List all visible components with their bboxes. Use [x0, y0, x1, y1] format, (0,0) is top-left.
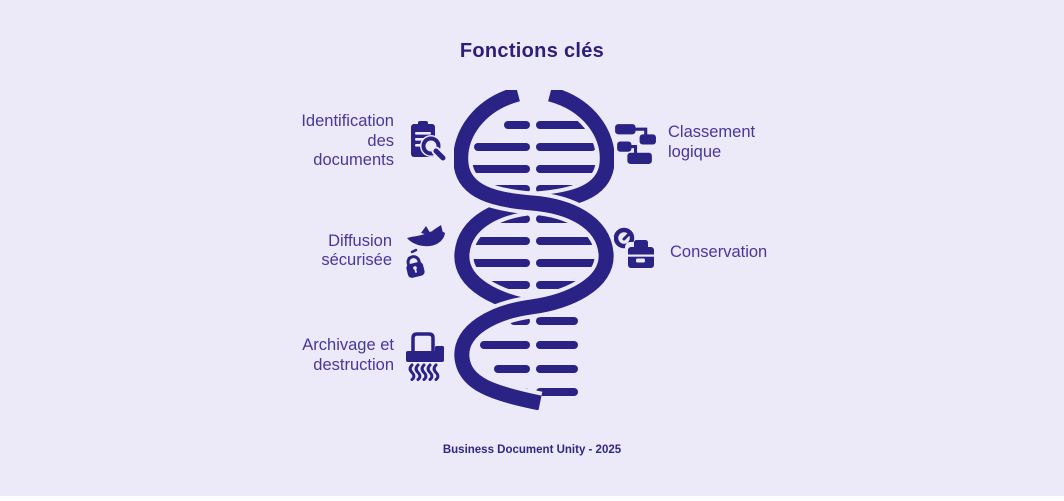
label-line: Identification — [301, 112, 394, 130]
dna-rungs — [467, 121, 601, 396]
label-line: Classement — [668, 123, 756, 141]
feature-archivage: Archivage et destruction — [302, 330, 449, 381]
feature-conservation-label: Conservation — [670, 243, 767, 263]
feature-classement-label: Classement logique — [668, 123, 755, 162]
page-title: Fonctions clés — [459, 40, 605, 62]
dna-helix-graphic — [454, 90, 614, 410]
label-line: Diffusion — [328, 231, 392, 250]
label-line: sécurisée — [321, 251, 392, 269]
dna-strand-left — [454, 90, 614, 410]
clock-briefcase-icon — [613, 227, 658, 271]
label-line: documents — [313, 151, 394, 169]
label-line: Conservation — [670, 243, 768, 262]
feature-identification: Identification des documents — [301, 112, 447, 171]
bottom-strip — [0, 496, 1064, 501]
dove-lock-icon — [406, 225, 445, 278]
feature-archivage-label: Archivage et destruction — [302, 336, 394, 375]
label-line: Archivage et — [302, 336, 394, 354]
feature-classement: Classement logique — [612, 119, 755, 166]
label-line: des — [367, 131, 394, 150]
clipboard-search-icon — [411, 120, 447, 163]
feature-diffusion-label: Diffusion sécurisée — [321, 232, 392, 271]
label-line: logique — [668, 142, 722, 161]
footer-credit: Business Document Unity - 2025 — [442, 444, 622, 456]
label-line: destruction — [313, 355, 394, 374]
shredder-icon — [406, 332, 444, 381]
feature-identification-label: Identification des documents — [301, 112, 394, 171]
hierarchy-icon — [615, 124, 656, 164]
feature-diffusion: Diffusion sécurisée — [321, 224, 447, 278]
feature-conservation: Conservation — [613, 227, 767, 279]
